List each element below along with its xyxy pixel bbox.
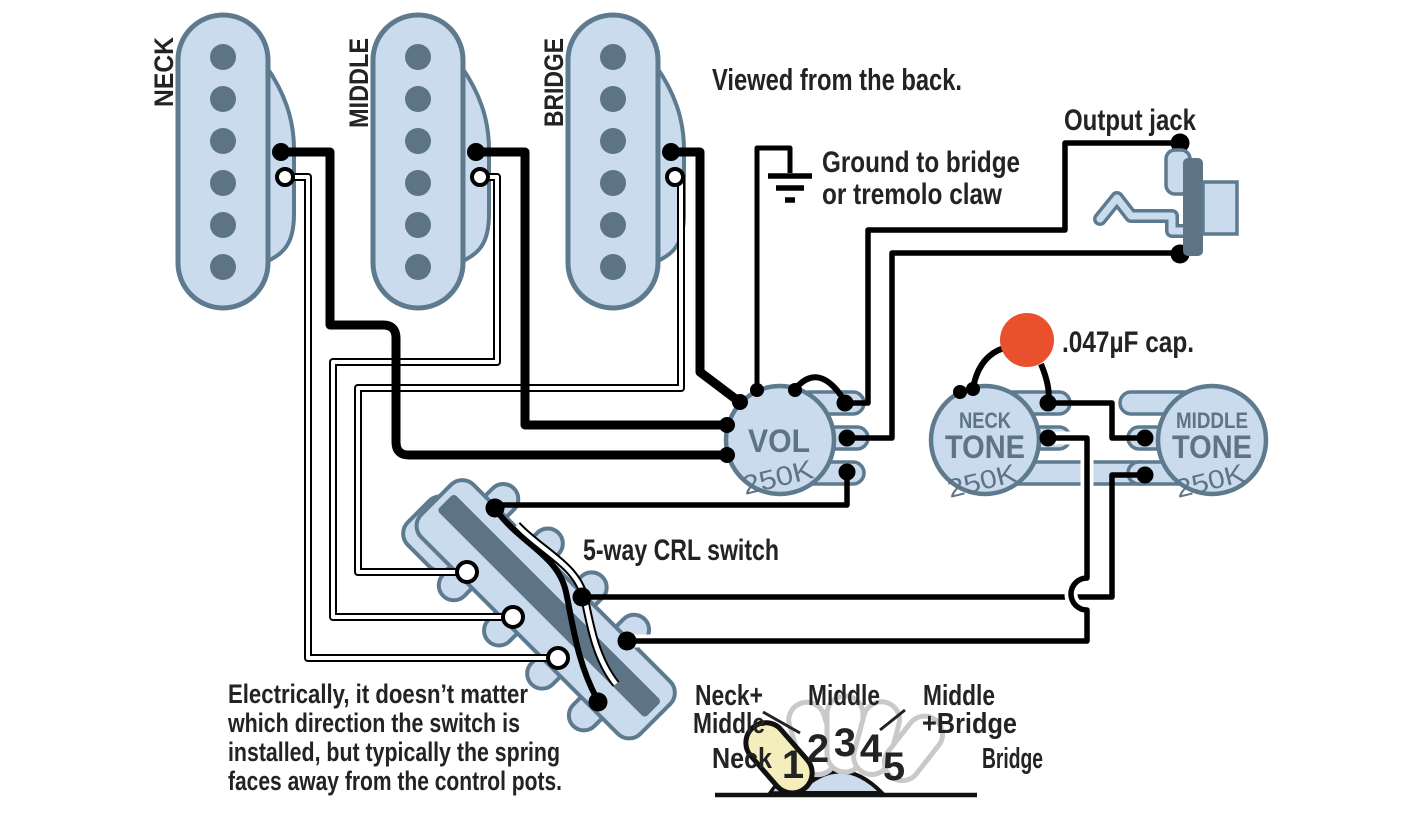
middle-ground-wire	[476, 147, 722, 430]
terminal-dots	[485, 133, 1190, 712]
pickup-bridge-body	[565, 12, 661, 311]
pos2-label-line2: Middle	[693, 708, 765, 740]
pos2-label-line1: Neck+	[695, 680, 763, 712]
neck-tone-name1: NECK	[959, 408, 1011, 433]
pos2-pointer-line	[762, 710, 801, 735]
jack-barrel	[1201, 180, 1239, 236]
note-line-1: Electrically, it doesn’t matter	[228, 679, 528, 709]
position-4: 4	[860, 727, 883, 771]
pickup-bridge	[565, 12, 686, 311]
capacitor-body	[1000, 313, 1054, 367]
pickup-hot-wires	[275, 167, 685, 670]
bridge-ground-claw-wire	[750, 145, 812, 397]
neck-tone-to-middle-tone-wire	[1048, 400, 1143, 441]
position-1: 1	[782, 743, 804, 787]
volume-pot-body	[723, 383, 837, 497]
neck-ground-wire	[281, 147, 722, 460]
pickup-middle-label: MIDDLE	[344, 38, 374, 128]
pickup-middle-flap	[459, 59, 491, 266]
note-line-3: installed, but typically the spring	[228, 737, 560, 767]
position-2: 2	[807, 727, 829, 771]
pos4-pointer-line	[879, 708, 906, 732]
switch-label: 5-way CRL switch	[583, 534, 779, 567]
pickup-ground-wires	[272, 143, 748, 463]
switch-to-volume-wire	[499, 472, 850, 508]
note-line-4: faces away from the control pots.	[228, 766, 562, 796]
lever-pos-1-selected	[743, 720, 815, 796]
pos5-label: Bridge	[982, 743, 1043, 775]
position-5: 5	[883, 745, 905, 789]
pickup-neck-label: NECK	[149, 37, 179, 107]
pos4-label-line1: Middle	[923, 680, 995, 712]
output-jack	[1093, 148, 1239, 256]
neck-tone-name2: TONE	[945, 429, 1025, 465]
pos3-label: Middle	[808, 680, 880, 712]
pickup-neck-flap	[264, 59, 296, 266]
lever-positions	[786, 693, 946, 784]
installation-note: Electrically, it doesn’t matter which di…	[227, 679, 562, 796]
pickup-neck-poles	[210, 44, 236, 280]
output-jack-label: Output jack	[1064, 104, 1196, 137]
pickup-bridge-poles	[600, 44, 626, 280]
volume-ground-jumper	[792, 374, 847, 402]
pos1-label: Neck	[712, 743, 773, 775]
capacitor-label: .047µF cap.	[1062, 326, 1194, 359]
pickup-neck	[175, 12, 296, 311]
middle-tone-name2: TONE	[1172, 429, 1252, 465]
pickup-middle-body	[370, 12, 466, 311]
lever-pos-5	[881, 713, 946, 784]
switch-to-middle-tone-wire	[582, 472, 1143, 600]
volume-pot-name: VOL	[748, 423, 810, 459]
neck-tone-pot-body	[928, 383, 1042, 497]
note-line-2: which direction the switch is	[227, 708, 520, 738]
position-numbers: 1 2 3 4 5	[782, 721, 905, 789]
ground-symbol	[768, 173, 812, 203]
pos4-label-line2: +Bridge	[922, 708, 1017, 740]
ground-label-line2: or tremolo claw	[822, 178, 1003, 211]
ground-label-line1: Ground to bridge	[822, 146, 1020, 179]
pickup-neck-body	[175, 12, 271, 311]
switch-to-neck-tone-wire	[629, 435, 1090, 644]
middle-tone-name1: MIDDLE	[1176, 408, 1248, 433]
pickup-bridge-label: BRIDGE	[539, 38, 569, 127]
bridge-ground-wire	[671, 147, 740, 404]
pickup-middle-poles	[405, 44, 431, 280]
position-3: 3	[834, 721, 856, 765]
view-note: Viewed from the back.	[712, 62, 962, 97]
volume-to-jack-tip-wire	[847, 250, 1176, 441]
switch-jumper-black	[493, 508, 600, 701]
connection-wires	[499, 140, 1176, 648]
switch-position-diagram: 1 2 3 4 5 Neck+ Middle Middle Middle +Br…	[693, 680, 1043, 798]
pickup-middle	[370, 12, 491, 311]
volume-to-jack-sleeve-wire	[845, 140, 1176, 406]
jack-plate	[1183, 158, 1203, 256]
middle-tone-pot-body	[1155, 383, 1269, 497]
